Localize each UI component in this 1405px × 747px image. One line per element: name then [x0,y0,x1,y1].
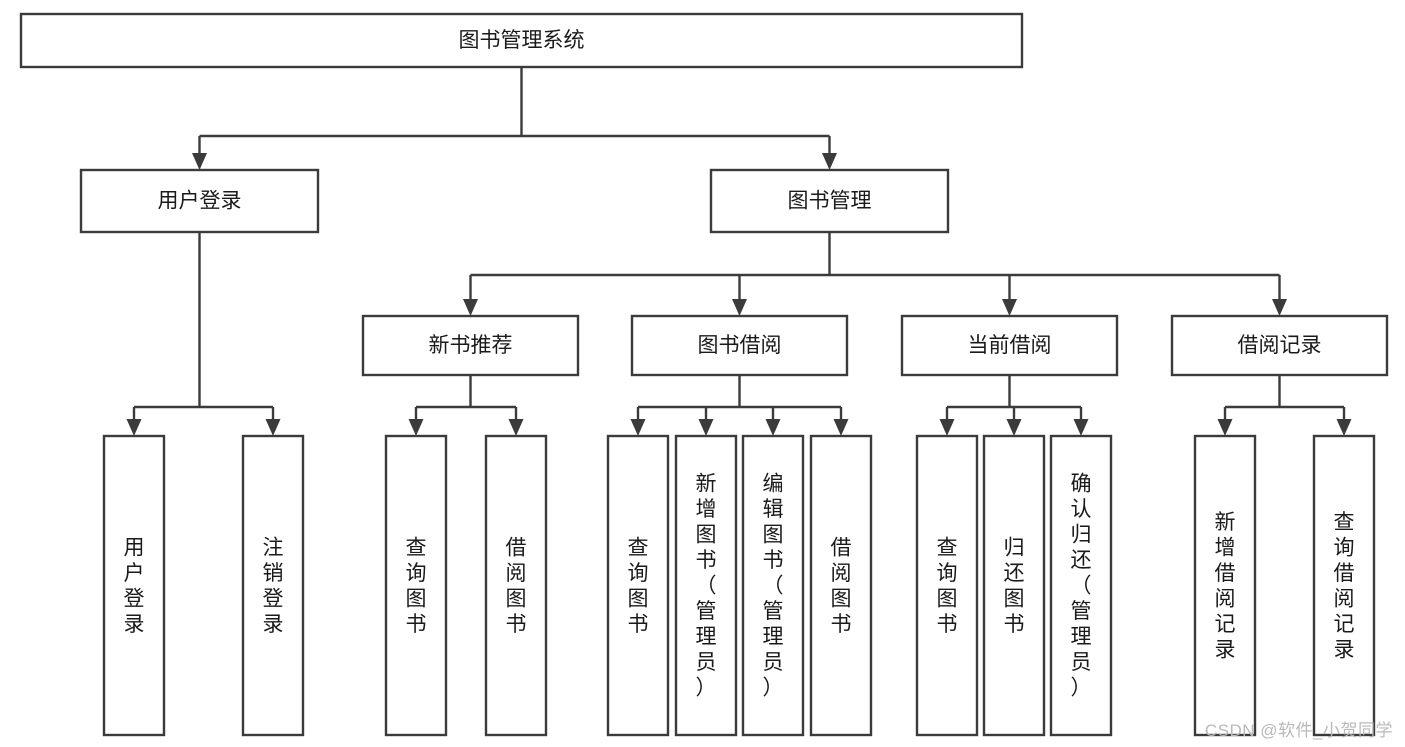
arrow-to-book-borrow [732,299,747,316]
node-root[interactable]: 图书管理系统 [19,12,1024,69]
node-borrow-record-label: 借阅记录 [1238,334,1322,357]
node-leaf-query-book-3[interactable]: 查询图书 [915,434,979,737]
node-book-borrow[interactable]: 图书借阅 [630,314,849,377]
node-leaf-user-login-rect[interactable] [102,434,166,737]
arrow-to-leaf-user-login [126,419,142,436]
arrow-to-leaf-query-record [1336,419,1352,436]
arrow-to-leaf-query-book-2 [630,419,646,436]
node-user-login-rect[interactable] [79,168,320,234]
node-leaf-borrow-book-1[interactable]: 借阅图书 [484,434,548,737]
node-leaf-query-book-1-label: 查询图书 [406,536,427,636]
node-leaf-add-book[interactable]: 新增图书（管理员） [674,434,738,737]
node-leaf-add-record[interactable]: 新增借阅记录 [1193,434,1257,737]
node-leaf-query-book-2-label: 查询图书 [628,536,649,636]
node-leaf-add-record-label: 新增借阅记录 [1215,511,1236,662]
node-leaf-user-login-label: 用户登录 [124,536,145,636]
arrow-to-leaf-borrow-book-1 [508,419,524,436]
node-current-borrow-label: 当前借阅 [968,334,1052,357]
arrow-to-current-borrow [1002,299,1017,316]
watermark-label: CSDN @软件_小贺同学 [1204,721,1393,740]
node-leaf-query-book-3-rect[interactable] [915,434,979,737]
arrow-to-leaf-confirm-return [1073,419,1089,436]
node-leaf-return-book-label: 归还图书 [1004,536,1025,636]
node-new-book-recommend[interactable]: 新书推荐 [361,314,580,377]
arrow-to-borrow-record [1272,299,1287,316]
node-current-borrow[interactable]: 当前借阅 [900,314,1119,377]
node-leaf-query-book-1[interactable]: 查询图书 [384,434,448,737]
node-root-label: 图书管理系统 [459,29,585,52]
node-leaf-return-book-rect[interactable] [982,434,1046,737]
arrow-to-user-login [192,153,207,170]
node-leaf-confirm-return[interactable]: 确认归还（管理员） [1049,434,1113,737]
arrow-to-leaf-logout [265,419,281,436]
node-new-book-recommend-label: 新书推荐 [429,334,513,357]
node-leaf-logout-rect[interactable] [241,434,305,737]
node-leaf-query-book-2-rect[interactable] [606,434,670,737]
arrow-to-leaf-query-book-1 [408,419,424,436]
connectors-layer [126,67,1352,436]
arrow-to-leaf-borrow-book-2 [833,419,849,436]
node-user-login[interactable]: 用户登录 [79,168,320,234]
arrow-to-leaf-return-book [1006,419,1022,436]
node-leaf-query-book-3-label: 查询图书 [937,536,958,636]
node-leaf-edit-book-label: 编辑图书（管理员） [763,473,784,700]
node-leaf-return-book[interactable]: 归还图书 [982,434,1046,737]
node-borrow-record-rect[interactable] [1170,314,1389,377]
node-leaf-borrow-book-2[interactable]: 借阅图书 [809,434,873,737]
arrow-to-leaf-add-book [698,419,714,436]
node-current-borrow-rect[interactable] [900,314,1119,377]
node-leaf-logout-label: 注销登录 [263,536,284,636]
node-leaf-confirm-return-label: 确认归还（管理员） [1071,473,1092,700]
node-book-borrow-label: 图书借阅 [698,334,782,357]
node-book-management[interactable]: 图书管理 [709,168,950,234]
node-leaf-add-book-label: 新增图书（管理员） [696,473,717,700]
nodes-layer: 图书管理系统用户登录图书管理新书推荐图书借阅当前借阅借阅记录用户登录注销登录查询… [19,12,1389,737]
node-leaf-query-book-1-rect[interactable] [384,434,448,737]
node-leaf-logout[interactable]: 注销登录 [241,434,305,737]
node-leaf-add-book-rect[interactable] [674,434,738,737]
node-user-login-label: 用户登录 [158,190,242,213]
node-leaf-query-record-rect[interactable] [1312,434,1376,737]
node-leaf-edit-book-rect[interactable] [741,434,805,737]
arrow-to-book-management [822,153,837,170]
node-leaf-borrow-book-1-label: 借阅图书 [506,536,527,636]
node-book-management-label: 图书管理 [788,190,872,213]
node-leaf-borrow-book-1-rect[interactable] [484,434,548,737]
arrow-to-leaf-query-book-3 [939,419,955,436]
node-leaf-borrow-book-2-label: 借阅图书 [831,536,852,636]
node-leaf-user-login[interactable]: 用户登录 [102,434,166,737]
node-leaf-borrow-book-2-rect[interactable] [809,434,873,737]
node-leaf-query-record-label: 查询借阅记录 [1334,511,1355,662]
node-leaf-query-book-2[interactable]: 查询图书 [606,434,670,737]
arrow-to-new-book-recommend [463,299,478,316]
node-leaf-add-record-rect[interactable] [1193,434,1257,737]
node-leaf-query-record[interactable]: 查询借阅记录 [1312,434,1376,737]
node-book-management-rect[interactable] [709,168,950,234]
node-root-rect[interactable] [19,12,1024,69]
node-book-borrow-rect[interactable] [630,314,849,377]
arrow-to-leaf-add-record [1217,419,1233,436]
node-leaf-edit-book[interactable]: 编辑图书（管理员） [741,434,805,737]
node-leaf-confirm-return-rect[interactable] [1049,434,1113,737]
node-borrow-record[interactable]: 借阅记录 [1170,314,1389,377]
arrow-to-leaf-edit-book [765,419,781,436]
node-new-book-recommend-rect[interactable] [361,314,580,377]
